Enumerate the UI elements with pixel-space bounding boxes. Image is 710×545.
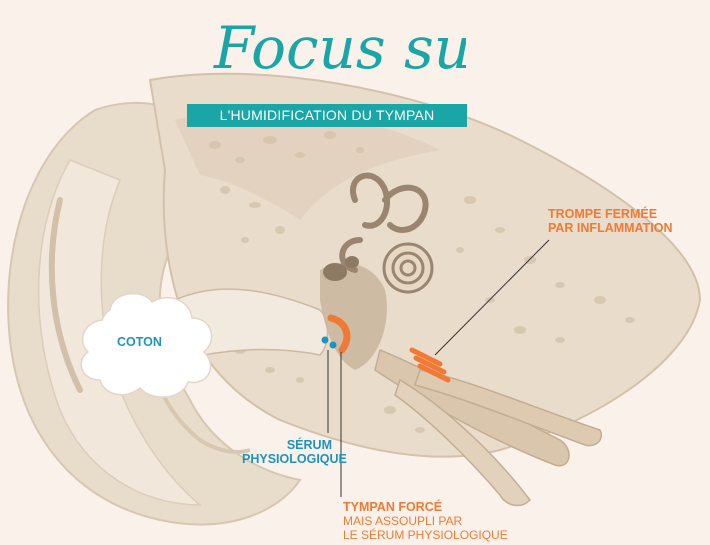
label-trompe-line1: TROMPE FERMÉE — [548, 207, 673, 221]
title-script: Focus sur — [206, 6, 466, 88]
label-coton: COTON — [117, 335, 162, 349]
subtitle-banner: L'HUMIDIFICATION DU TYMPAN — [187, 104, 467, 127]
label-serum: SÉRUM PHYSIOLOGIQUE — [272, 438, 332, 466]
label-serum-line2: PHYSIOLOGIQUE — [242, 452, 332, 466]
label-trompe: TROMPE FERMÉE PAR INFLAMMATION — [548, 207, 673, 235]
label-serum-line1: SÉRUM — [272, 438, 332, 452]
label-tympan-line2: LE SÉRUM PHYSIOLOGIQUE — [343, 529, 508, 542]
label-tympan-title: TYMPAN FORCÉ — [343, 500, 442, 514]
label-tympan-line1: MAIS ASSOUPLI PAR — [343, 515, 462, 528]
label-trompe-line2: PAR INFLAMMATION — [548, 221, 673, 235]
page-title: Focus sur — [213, 14, 466, 82]
cochlea — [384, 244, 432, 292]
